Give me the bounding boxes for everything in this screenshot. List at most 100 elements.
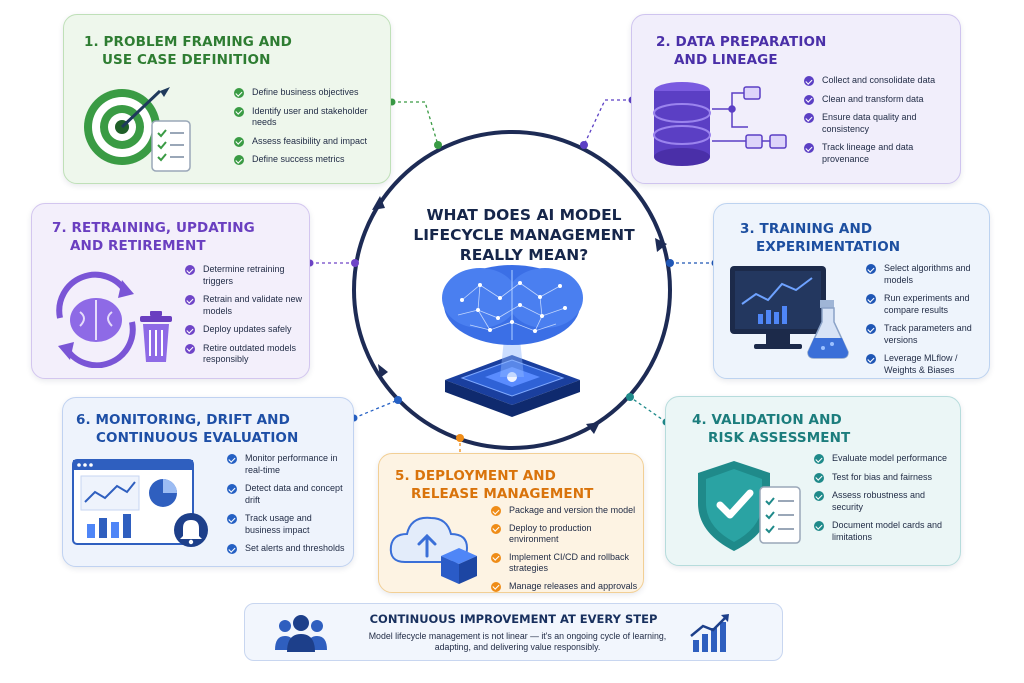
step-checklist: Monitor performance in real-time Detect … (227, 453, 347, 562)
step-checklist: Package and version the model Deploy to … (491, 505, 643, 598)
target-icon (84, 87, 191, 172)
list-item-text: Manage releases and approvals (509, 580, 638, 591)
list-item-text: Determine retraining triggers (203, 264, 285, 286)
list-item-text: Detect data and concept drift (245, 483, 343, 505)
checklist-icon (151, 120, 191, 172)
check-icon (234, 106, 244, 117)
step-title-line: 1. PROBLEM FRAMING AND (84, 34, 292, 50)
list-item: Run experiments and compare results (866, 293, 986, 316)
list-item-text: Assess robustness and security (832, 490, 926, 512)
step-card-training: 3. TRAINING AND EXPERIMENTATION Select a… (713, 203, 990, 379)
continuous-improvement-banner: CONTINUOUS IMPROVEMENT AT EVERY STEP Mod… (244, 603, 783, 661)
list-item: Deploy to production environment (491, 523, 643, 546)
list-item-text: Document model cards and limitations (832, 520, 943, 542)
step-card-problem-framing: 1. PROBLEM FRAMING AND USE CASE DEFINITI… (63, 14, 391, 184)
list-item-text: Deploy updates safely (203, 324, 292, 334)
step-checklist: Collect and consolidate data Clean and t… (804, 75, 954, 172)
step-title-line: RELEASE MANAGEMENT (411, 486, 594, 502)
orbit-arrow-icon (586, 422, 600, 434)
checklist-icon (759, 486, 801, 544)
check-icon (491, 506, 501, 516)
orbit-ring (352, 130, 672, 450)
step-card-monitoring: 6. MONITORING, DRIFT AND CONTINUOUS EVAL… (62, 397, 354, 567)
step-checklist: Select algorithms and models Run experim… (866, 263, 986, 383)
step-title: 2. DATA PREPARATION AND LINEAGE (656, 33, 826, 69)
list-item: Identify user and stakeholder needs (234, 106, 384, 129)
check-icon (227, 454, 237, 464)
list-item-text: Set alerts and thresholds (245, 543, 345, 553)
list-item: Monitor performance in real-time (227, 453, 347, 476)
check-icon (866, 324, 876, 334)
step-title: 4. VALIDATION AND RISK ASSESSMENT (692, 411, 850, 447)
step-title-line: 3. TRAINING AND (740, 221, 873, 237)
list-item: Leverage MLflow / Weights & Biases (866, 353, 986, 376)
shield-check-icon (698, 461, 801, 551)
list-item: Retire outdated models responsibly (185, 343, 303, 366)
list-item-text: Collect and consolidate data (822, 75, 936, 85)
list-item: Manage releases and approvals (491, 581, 643, 593)
list-item: Assess feasibility and impact (234, 136, 384, 148)
list-item-text: Leverage MLflow / Weights & Biases (884, 353, 958, 375)
list-item-text: Track usage and business impact (245, 513, 312, 535)
list-item-text: Implement CI/CD and rollback strategies (509, 551, 630, 574)
trash-icon (140, 311, 172, 362)
list-item: Determine retraining triggers (185, 264, 303, 287)
step-checklist: Evaluate model performance Test for bias… (814, 453, 954, 550)
list-item: Implement CI/CD and rollback strategies (491, 552, 643, 575)
list-item-text: Evaluate model performance (832, 453, 948, 463)
center-title-line: LIFECYCLE MANAGEMENT (413, 226, 635, 244)
list-item-text: Package and version the model (509, 505, 636, 515)
orbit-arrow-icon (372, 196, 385, 210)
orbit-arrow-icon (655, 238, 667, 252)
step-checklist: Define business objectives Identify user… (234, 87, 384, 173)
monitor-chart-icon (730, 266, 849, 359)
list-item-text: Define business objectives (252, 87, 359, 97)
step-title: 7. RETRAINING, UPDATING AND RETIREMENT (52, 219, 255, 255)
list-item: Track parameters and versions (866, 323, 986, 346)
dashboard-icon (72, 459, 208, 547)
check-icon (185, 265, 195, 275)
step-title-line: AND RETIREMENT (70, 238, 206, 254)
step-card-validation: 4. VALIDATION AND RISK ASSESSMENT Evalua… (665, 396, 961, 566)
step-card-retraining: 7. RETRAINING, UPDATING AND RETIREMENT D… (31, 203, 310, 379)
list-item: Package and version the model (491, 505, 643, 517)
step-title-line: RISK ASSESSMENT (708, 430, 851, 446)
check-icon (491, 523, 501, 534)
bell-icon (174, 513, 208, 547)
step-title-line: 5. DEPLOYMENT AND (395, 468, 556, 484)
step-title-line: 4. VALIDATION AND (692, 412, 842, 428)
check-icon (814, 521, 824, 531)
growth-chart-icon (690, 614, 729, 652)
step-title-line: EXPERIMENTATION (756, 239, 901, 255)
step-title: 1. PROBLEM FRAMING AND USE CASE DEFINITI… (84, 33, 292, 69)
step-title: 6. MONITORING, DRIFT AND CONTINUOUS EVAL… (76, 411, 298, 447)
list-item-text: Track lineage and data provenance (822, 142, 914, 164)
list-item: Document model cards and limitations (814, 520, 954, 543)
list-item: Collect and consolidate data (804, 75, 954, 87)
check-icon (814, 491, 824, 501)
banner-text: Model lifecycle management is not linear… (368, 631, 667, 652)
list-item: Define business objectives (234, 87, 384, 99)
check-icon (866, 294, 876, 304)
package-icon (441, 548, 477, 584)
list-item: Deploy updates safely (185, 324, 303, 336)
step-card-deployment: 5. DEPLOYMENT AND RELEASE MANAGEMENT Pac… (378, 453, 644, 593)
list-item-text: Track parameters and versions (884, 323, 972, 345)
list-item: Track lineage and data provenance (804, 142, 954, 165)
check-icon (814, 454, 824, 464)
check-icon (866, 354, 876, 364)
list-item-text: Retrain and validate new models (203, 294, 303, 316)
list-item: Ensure data quality and consistency (804, 112, 954, 135)
check-icon (234, 136, 244, 147)
step-card-data-preparation: 2. DATA PREPARATION AND LINEAGE Collect … (631, 14, 961, 184)
check-icon (804, 143, 814, 153)
center-title: WHAT DOES AI MODEL LIFECYCLE MANAGEMENT … (404, 205, 644, 265)
list-item: Retrain and validate new models (185, 294, 303, 317)
center-title-line: REALLY MEAN? (459, 246, 589, 264)
list-item-text: Deploy to production environment (509, 522, 592, 545)
flask-icon (807, 300, 849, 359)
list-item: Detect data and concept drift (227, 483, 347, 506)
check-icon (491, 552, 501, 563)
list-item-text: Assess feasibility and impact (252, 135, 368, 146)
check-icon (185, 295, 195, 305)
